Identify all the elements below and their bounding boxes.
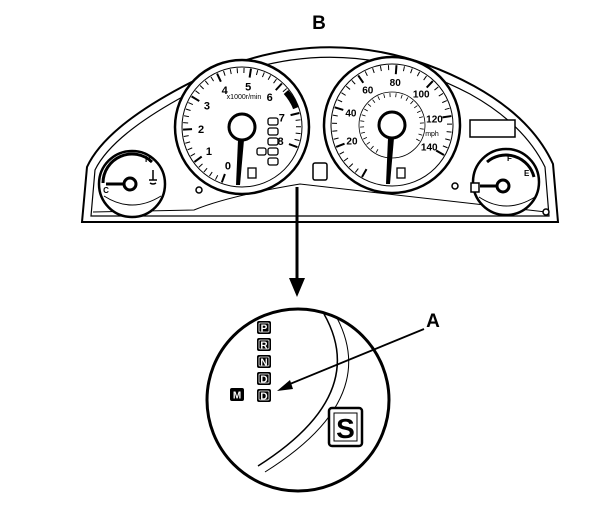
cluster-screw [195,186,203,194]
gear-letter: P [261,324,268,335]
temperature-gauge: H C [97,149,167,219]
tachometer-number: 3 [204,101,210,113]
speedometer-number: 120 [426,115,443,126]
speedometer: 20 40 60 80 100 120 140 mph [322,55,462,195]
gear-letter: R [260,341,268,352]
warning-light-cluster [256,117,279,166]
speedometer-number: 40 [345,108,357,119]
gear-letter: D [260,392,267,403]
cluster-screw [542,208,550,216]
detail-arrow [289,187,305,297]
tachometer-needle [236,140,244,185]
tachometer-number: 6 [267,92,273,104]
tachometer-number: 1 [206,146,212,158]
gear-box [257,321,271,334]
cluster-screw [451,182,459,190]
gear-box [257,338,271,351]
tachometer-number: 2 [198,124,204,136]
speedometer-hub [377,110,407,140]
temp-hot-label: H [145,155,151,164]
sequential-indicator [327,406,364,448]
gear-box [257,389,271,402]
fuel-gauge: F E [470,147,541,217]
odometer-display [469,119,516,138]
speedometer-number: 80 [390,78,402,89]
tachometer-number: 8 [277,136,283,148]
gear-letter: N [260,358,267,369]
temp-cold-label: C [103,186,109,195]
speedometer-number: 140 [421,143,438,154]
speedometer-unit: mph [425,131,439,138]
speedometer-number: 20 [346,137,358,148]
cluster-housing [80,46,560,223]
fuel-full-label: F [507,154,512,163]
gear-letter-m: M [233,391,241,402]
center-indicator [312,162,328,181]
gear-box [257,355,271,368]
speedometer-needle [386,138,394,184]
callout-a-leader [277,328,425,391]
tachometer-number: 7 [279,112,285,124]
gear-box [257,372,271,385]
tachometer-number: 0 [225,161,231,173]
tachometer-number: 5 [245,81,251,93]
callout-label-a: A [426,311,440,332]
tachometer-hub [227,112,257,142]
speedometer-number: 60 [362,85,374,96]
tachometer-unit: x1000r/min [227,94,262,101]
speedometer-number: 100 [413,89,430,100]
callout-label-b: B [312,13,326,34]
coolant-icon [149,170,157,185]
gear-letter: D [260,375,267,386]
tachometer-number: 4 [222,85,229,97]
fuel-empty-label: E [524,169,530,178]
sequential-s-label: S [336,413,355,444]
